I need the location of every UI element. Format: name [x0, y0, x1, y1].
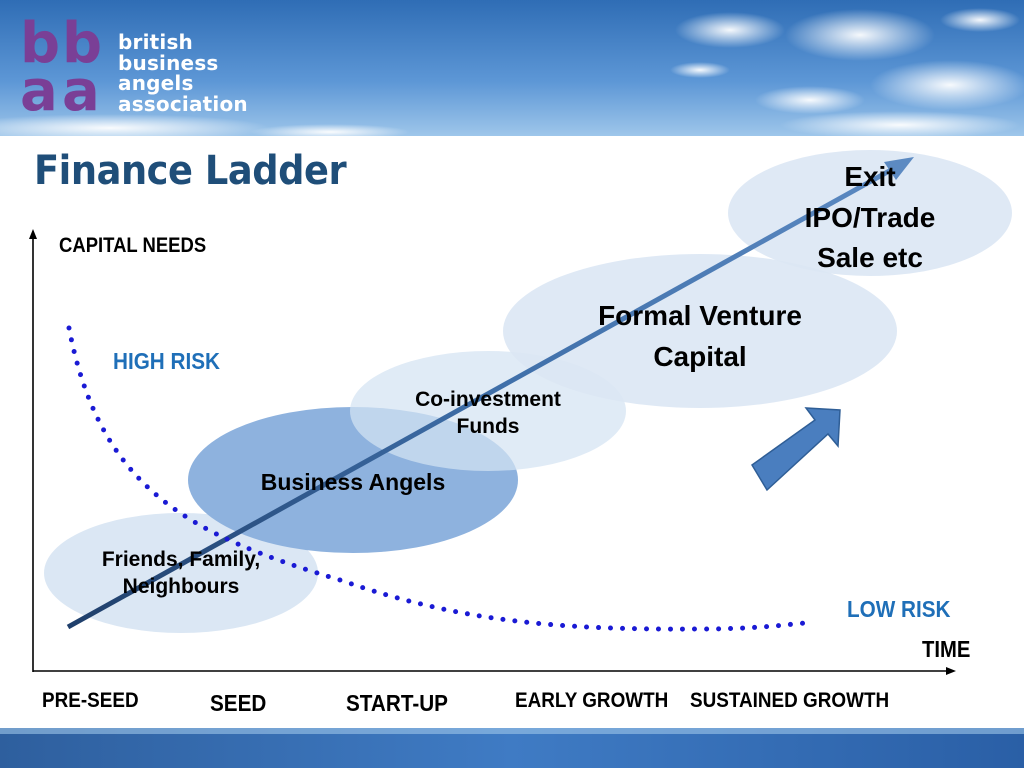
x-axis-label: TIME — [922, 636, 971, 662]
stage-label-start-up: START-UP — [346, 690, 448, 716]
footer-band — [0, 728, 1024, 768]
funding-line: Formal Venture — [598, 300, 802, 331]
footer-sky — [0, 728, 1024, 768]
funding-label-friends-family: Friends, Family, Neighbours — [81, 546, 281, 601]
funding-line: Friends, Family, — [101, 548, 261, 571]
low-risk-label: LOW RISK — [847, 596, 951, 622]
high-risk-label: HIGH RISK — [113, 348, 220, 374]
funding-label-co-investment: Co-investment Funds — [398, 386, 578, 441]
funding-line: IPO/Trade — [804, 201, 936, 233]
page-title: Finance Ladder — [34, 148, 347, 194]
funding-line: Co-investment — [415, 388, 561, 411]
growth-arrow-line — [66, 162, 902, 630]
risk-curve — [66, 325, 809, 632]
logo-line: association — [118, 91, 248, 116]
finance-ladder-diagram — [29, 150, 1012, 675]
logo-line: business — [118, 50, 219, 75]
svg-text:a: a — [62, 59, 100, 114]
growth-arrow-head — [884, 157, 914, 180]
funding-label-exit: Exit IPO/Trade Sale etc — [780, 157, 960, 279]
svg-text:b: b — [22, 18, 60, 76]
svg-text:a: a — [22, 59, 58, 114]
ellipse-venture-capital — [503, 254, 897, 408]
stage-label-sustained-growth: SUSTAINED GROWTH — [690, 689, 890, 712]
stage-label-early-growth: EARLY GROWTH — [515, 689, 669, 712]
sky-background — [0, 0, 1024, 136]
funding-line: Business Angels — [260, 469, 446, 495]
header-banner: b b a a british business angels associat… — [0, 0, 1024, 136]
funding-label-venture-capital: Formal Venture Capital — [570, 296, 830, 377]
up-right-block-arrow-icon — [751, 407, 841, 492]
funding-label-business-angels: Business Angels — [233, 468, 473, 498]
logo-wordmark: british business angels association — [118, 32, 248, 114]
funding-line: Funds — [456, 415, 520, 439]
x-axis-arrowhead — [946, 667, 956, 675]
bbaa-logo-icon: b b a a — [22, 18, 102, 114]
funding-line: Exit — [844, 161, 896, 192]
logo-line: british — [118, 30, 193, 54]
y-axis-arrowhead — [29, 229, 37, 239]
logo-line: angels — [118, 71, 194, 95]
funding-line: Capital — [653, 340, 747, 372]
svg-text:b: b — [62, 18, 102, 76]
stage-label-seed: SEED — [210, 690, 267, 716]
funding-line: Sale etc — [817, 242, 923, 274]
funding-line: Neighbours — [122, 575, 240, 599]
y-axis-label: CAPITAL NEEDS — [59, 234, 207, 257]
ellipse-exit — [728, 150, 1012, 276]
stage-label-pre-seed: PRE-SEED — [42, 689, 139, 712]
